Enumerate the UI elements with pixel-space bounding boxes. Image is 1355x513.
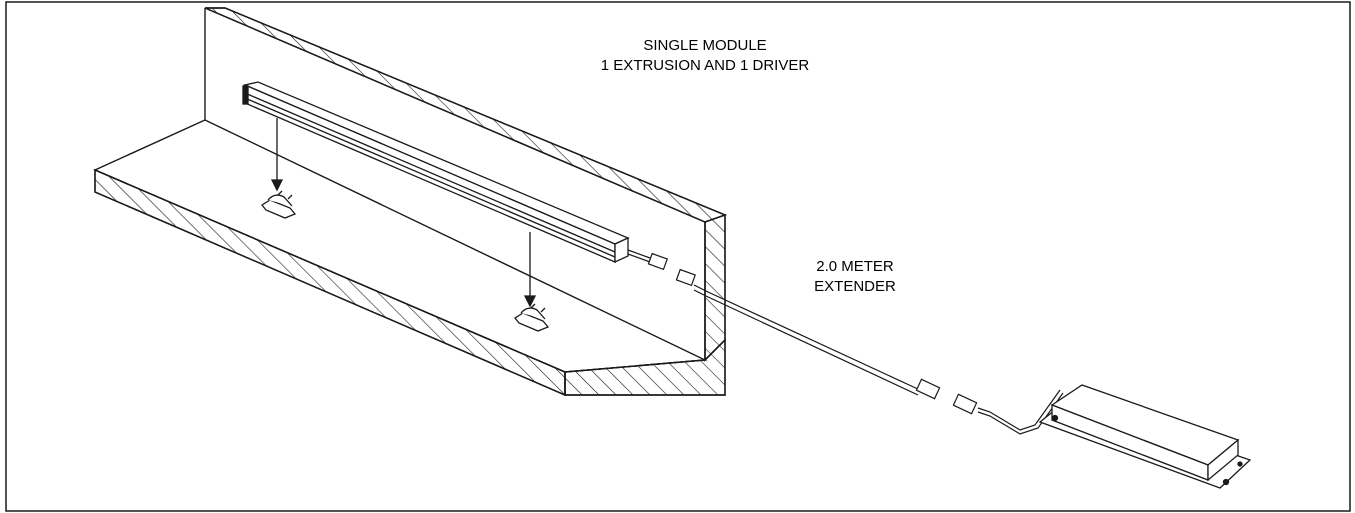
extender-label-line-1: 2.0 METER	[816, 258, 894, 275]
shelf-end-hatch	[564, 338, 726, 396]
clip-right	[514, 303, 550, 332]
module-title-line-1: SINGLE MODULE	[643, 37, 767, 54]
driver-connector	[952, 393, 978, 415]
mounting-clips	[261, 190, 550, 332]
extender-label: 2.0 METER EXTENDER	[780, 257, 930, 297]
page-frame	[5, 1, 1351, 512]
connector-male	[647, 252, 668, 271]
shelf	[93, 119, 726, 397]
driver-screw-1	[1051, 414, 1059, 422]
driver-screw-2	[1222, 478, 1230, 486]
arrow-left-head	[270, 179, 284, 192]
extrusion-face	[244, 84, 616, 263]
wall	[204, 7, 727, 362]
module-title-line-2: 1 EXTRUSION AND 1 DRIVER	[600, 57, 810, 74]
driver-screw-3	[1237, 461, 1243, 467]
mounting-arrows	[270, 118, 537, 308]
shelf-end-edge	[564, 338, 726, 396]
driver-lead	[952, 389, 1064, 435]
extrusion-groove-2	[244, 97, 616, 258]
led-extrusion	[242, 81, 630, 264]
extender-label-line-2: EXTENDER	[814, 278, 896, 295]
arrow-right-head	[523, 295, 537, 308]
extender-end-connector	[915, 378, 941, 400]
extrusion-groove-1	[244, 92, 616, 253]
driver-box	[1038, 384, 1252, 489]
extrusion-end-cap	[242, 85, 249, 105]
driver-side	[1207, 438, 1239, 482]
wall-end-hatch	[704, 214, 726, 362]
extrusion-end	[614, 236, 629, 264]
module-title-label: SINGLE MODULE 1 EXTRUSION AND 1 DRIVER	[560, 36, 850, 76]
clip-left	[261, 190, 297, 219]
extrusion-lead	[627, 249, 696, 287]
extender-cable	[693, 284, 941, 400]
connector-female	[675, 268, 696, 287]
